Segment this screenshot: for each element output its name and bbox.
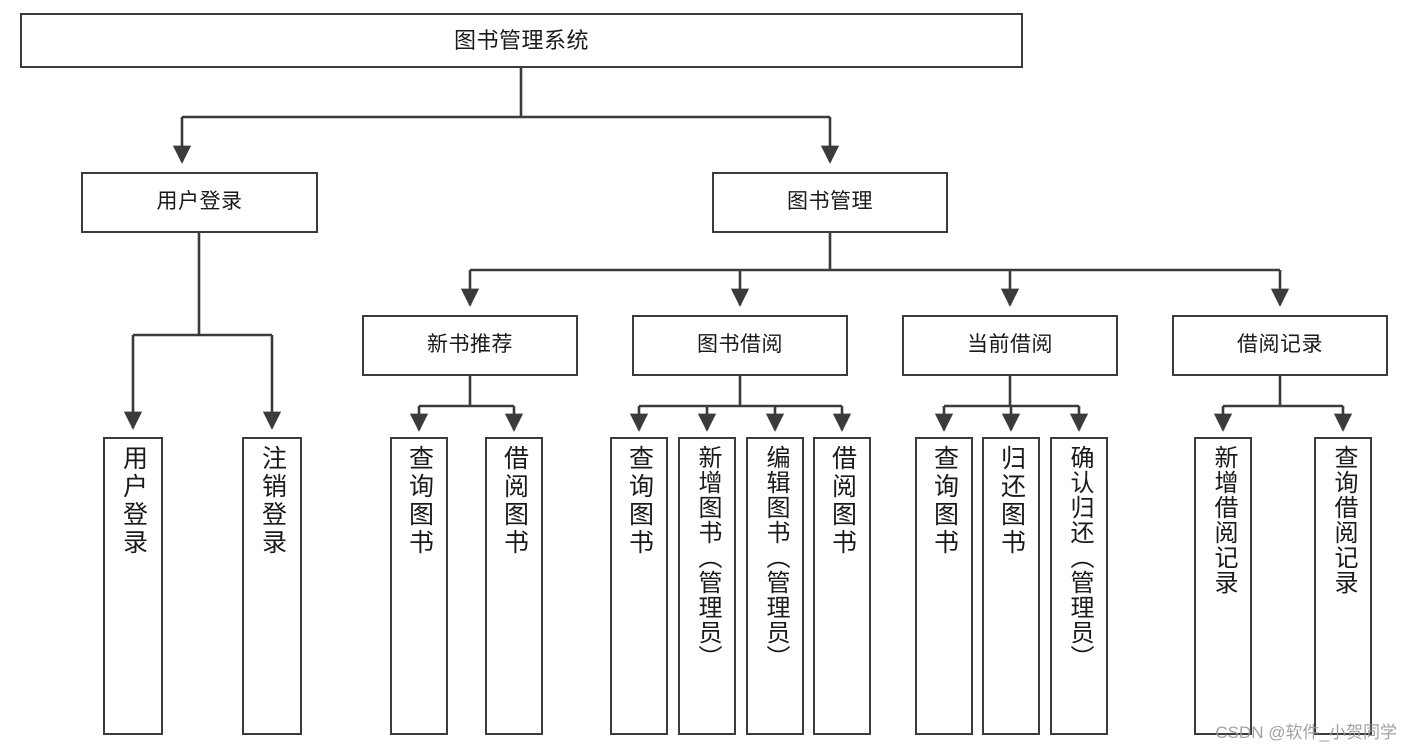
node-leaf-query-record[interactable]: 查询借阅记录	[1314, 437, 1372, 735]
node-book-manage-module-label: 图书管理	[787, 190, 873, 214]
node-leaf-add-book[interactable]: 新增图书（管理员）	[678, 437, 736, 735]
node-leaf-user-login-label: 用户登录	[119, 445, 148, 557]
node-borrow-record[interactable]: 借阅记录	[1172, 315, 1388, 376]
node-leaf-add-book-label: 新增图书（管理员）	[694, 445, 721, 670]
node-leaf-borrow-book-1[interactable]: 借阅图书	[485, 437, 543, 735]
node-leaf-query-record-label: 查询借阅记录	[1330, 445, 1357, 595]
node-user-login-module[interactable]: 用户登录	[81, 172, 318, 233]
node-leaf-borrow-book-2-label: 借阅图书	[828, 445, 857, 557]
node-leaf-user-login[interactable]: 用户登录	[103, 437, 163, 735]
node-leaf-return-book-label: 归还图书	[997, 445, 1026, 557]
node-leaf-confirm-return[interactable]: 确认归还（管理员）	[1050, 437, 1108, 735]
node-leaf-borrow-book-2[interactable]: 借阅图书	[813, 437, 871, 735]
node-leaf-query-book-2[interactable]: 查询图书	[610, 437, 668, 735]
node-new-book-recommend-label: 新书推荐	[427, 333, 513, 357]
node-leaf-borrow-book-1-label: 借阅图书	[500, 445, 529, 557]
node-book-manage-module[interactable]: 图书管理	[712, 172, 948, 233]
node-leaf-add-record-label: 新增借阅记录	[1210, 445, 1237, 595]
node-root-system-label: 图书管理系统	[453, 27, 589, 53]
node-leaf-logout-login[interactable]: 注销登录	[242, 437, 302, 735]
node-leaf-add-record[interactable]: 新增借阅记录	[1194, 437, 1252, 735]
node-leaf-query-book-1[interactable]: 查询图书	[390, 437, 448, 735]
node-current-borrow[interactable]: 当前借阅	[902, 315, 1118, 376]
node-leaf-query-book-3-label: 查询图书	[930, 445, 959, 557]
node-leaf-query-book-3[interactable]: 查询图书	[915, 437, 973, 735]
node-leaf-logout-login-label: 注销登录	[258, 445, 287, 557]
node-book-borrow-label: 图书借阅	[697, 333, 783, 357]
node-leaf-edit-book-label: 编辑图书（管理员）	[762, 445, 789, 670]
node-leaf-return-book[interactable]: 归还图书	[982, 437, 1040, 735]
node-borrow-record-label: 借阅记录	[1237, 333, 1323, 357]
node-book-borrow[interactable]: 图书借阅	[632, 315, 848, 376]
node-root-system[interactable]: 图书管理系统	[20, 13, 1023, 68]
node-leaf-query-book-1-label: 查询图书	[405, 445, 434, 557]
node-leaf-confirm-return-label: 确认归还（管理员）	[1066, 445, 1093, 670]
node-leaf-edit-book[interactable]: 编辑图书（管理员）	[746, 437, 804, 735]
node-new-book-recommend[interactable]: 新书推荐	[362, 315, 578, 376]
node-current-borrow-label: 当前借阅	[967, 333, 1053, 357]
node-user-login-module-label: 用户登录	[156, 190, 243, 214]
node-leaf-query-book-2-label: 查询图书	[625, 445, 654, 557]
